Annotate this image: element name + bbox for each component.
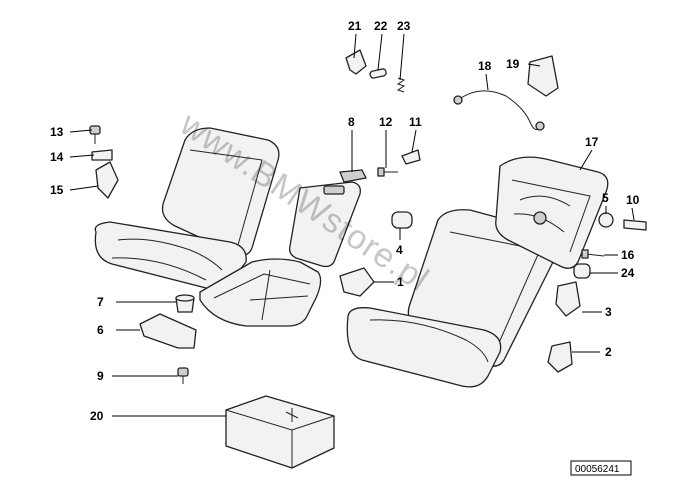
left-seat <box>94 127 280 289</box>
callout-10: 10 <box>626 193 640 207</box>
pin-22 <box>369 68 387 79</box>
callout-8: 8 <box>348 115 355 129</box>
bracket-21 <box>345 49 367 75</box>
callout-18: 18 <box>478 59 492 73</box>
callout-9: 9 <box>97 369 104 383</box>
reference-number: 00056241 <box>575 464 620 475</box>
bracket-3 <box>555 281 581 317</box>
cup-7 <box>175 294 195 313</box>
bracket-1 <box>339 267 375 297</box>
callout-14: 14 <box>50 150 64 164</box>
callout-2: 2 <box>605 345 612 359</box>
callout-22: 22 <box>374 19 388 33</box>
callout-6: 6 <box>97 323 104 337</box>
strap-15 <box>95 161 119 199</box>
cap-24 <box>573 263 591 279</box>
callout-5: 5 <box>602 191 609 205</box>
callout-numbers: 21 22 23 18 19 8 12 11 13 14 15 17 5 10 … <box>50 19 640 423</box>
clip-11 <box>401 149 421 165</box>
cable-18 <box>453 90 545 131</box>
callout-12: 12 <box>379 115 393 129</box>
first-aid-kit-20 <box>225 395 335 469</box>
center-cushion <box>199 258 322 327</box>
callout-4: 4 <box>396 243 403 257</box>
callout-21: 21 <box>348 19 362 33</box>
callout-23: 23 <box>397 19 411 33</box>
screw-12 <box>377 167 398 177</box>
bolt-13 <box>89 125 101 144</box>
armrest-panel <box>288 169 367 268</box>
clip-14 <box>91 149 113 161</box>
bracket-6 <box>139 313 197 349</box>
bolt-9 <box>177 367 189 384</box>
callout-20: 20 <box>90 409 104 423</box>
bracket-2 <box>547 341 573 373</box>
bolt-10 <box>623 219 647 231</box>
callout-15: 15 <box>50 183 64 197</box>
callout-24: 24 <box>621 266 635 280</box>
grommet-4 <box>391 211 413 229</box>
callout-1: 1 <box>397 275 404 289</box>
callout-19: 19 <box>506 57 520 71</box>
leader-lines <box>69 33 635 417</box>
screw-16 <box>581 249 605 259</box>
callout-13: 13 <box>50 125 64 139</box>
callout-16: 16 <box>621 248 635 262</box>
callout-7: 7 <box>97 295 104 309</box>
callout-17: 17 <box>585 135 599 149</box>
callout-11: 11 <box>409 115 422 129</box>
cover-19 <box>527 55 559 97</box>
callout-3: 3 <box>605 305 612 319</box>
reference-label: 00056241 <box>570 460 632 476</box>
spring-23 <box>396 77 406 93</box>
cap-5 <box>598 212 614 228</box>
seat-frame <box>495 156 609 269</box>
